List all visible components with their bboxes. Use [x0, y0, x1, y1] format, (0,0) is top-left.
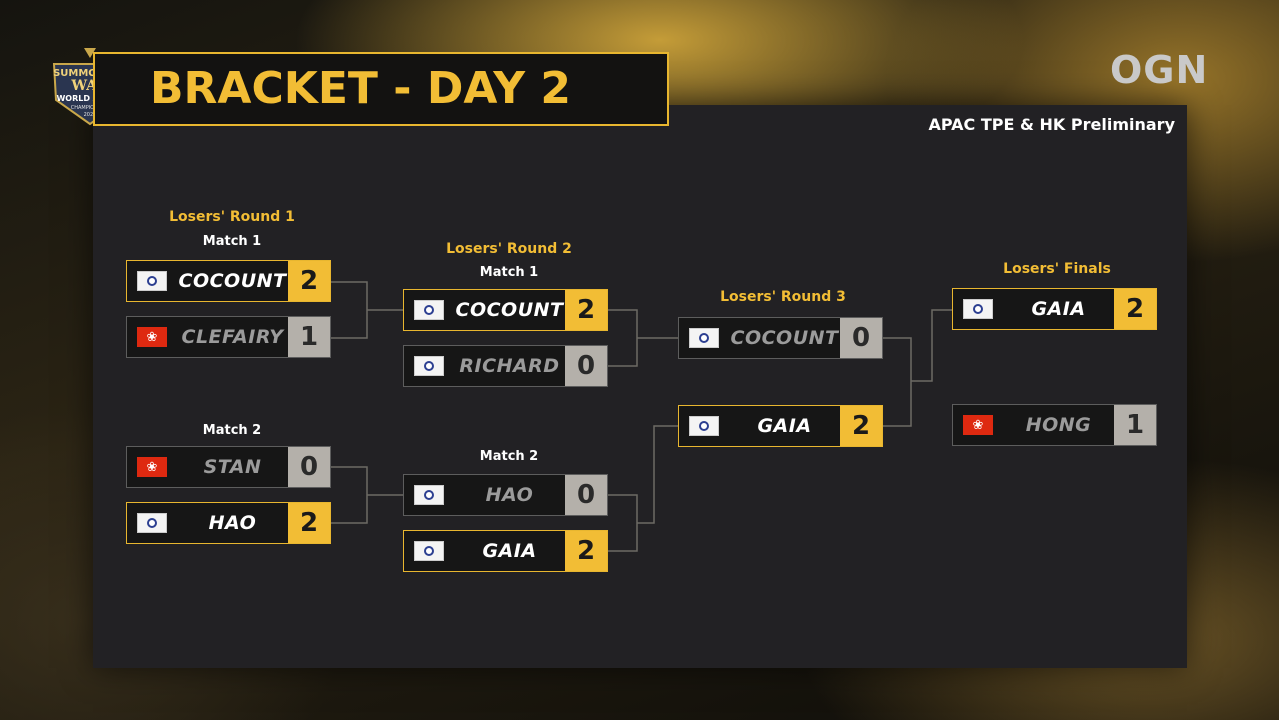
player-score: 0 — [288, 447, 330, 487]
broadcaster-logo: OGN — [1110, 48, 1209, 92]
title-bar — [93, 52, 669, 126]
connector-r2-m2-out — [637, 425, 679, 524]
player-name: GAIA — [482, 540, 537, 562]
player-name: RICHARD — [459, 355, 560, 377]
hk-flag-icon — [137, 327, 167, 347]
match-label-r2-m2: Match 2 — [479, 449, 539, 464]
player-score: 1 — [288, 317, 330, 357]
tw-flag-icon — [414, 300, 444, 320]
player-score: 0 — [565, 475, 607, 515]
player-slot[interactable]: CLEFAIRY 1 — [126, 316, 331, 358]
player-name: COCOUNT — [178, 270, 287, 292]
round-title-losers-finals: Losers' Finals — [1003, 261, 1111, 277]
player-name: COCOUNT — [730, 327, 839, 349]
player-name: STAN — [203, 456, 262, 478]
player-score: 0 — [840, 318, 882, 358]
tw-flag-icon — [414, 485, 444, 505]
tw-flag-icon — [137, 513, 167, 533]
connector-r1-m2 — [331, 466, 368, 524]
player-slot[interactable]: GAIA 2 — [952, 288, 1157, 330]
logo-line-1: SUMMONERS — [53, 68, 127, 79]
player-name: CLEFAIRY — [181, 326, 284, 348]
tw-flag-icon — [689, 328, 719, 348]
match-label-r1-m1: Match 1 — [202, 234, 262, 249]
player-slot[interactable]: HONG 1 — [952, 404, 1157, 446]
tw-flag-icon — [414, 541, 444, 561]
player-slot[interactable]: HAO 2 — [126, 502, 331, 544]
connector-r3 — [883, 337, 912, 427]
player-slot[interactable]: COCOUNT 2 — [403, 289, 608, 331]
event-subtitle: APAC TPE & HK Preliminary — [928, 115, 1175, 134]
connector-r2-m1 — [608, 309, 638, 367]
player-name: GAIA — [757, 415, 812, 437]
hk-flag-icon — [137, 457, 167, 477]
bracket-panel — [93, 105, 1187, 668]
player-score: 2 — [840, 406, 882, 446]
round-title-losers-r1: Losers' Round 1 — [169, 209, 295, 225]
tw-flag-icon — [689, 416, 719, 436]
player-name: GAIA — [1031, 298, 1086, 320]
player-slot[interactable]: HAO 0 — [403, 474, 608, 516]
player-slot[interactable]: STAN 0 — [126, 446, 331, 488]
round-title-losers-r2: Losers' Round 2 — [446, 241, 572, 257]
hk-flag-icon — [963, 415, 993, 435]
tw-flag-icon — [414, 356, 444, 376]
match-label-r2-m1: Match 1 — [479, 265, 539, 280]
player-score: 2 — [288, 261, 330, 301]
player-name: HAO — [485, 484, 534, 506]
player-score: 2 — [1114, 289, 1156, 329]
player-slot[interactable]: RICHARD 0 — [403, 345, 608, 387]
player-score: 0 — [565, 346, 607, 386]
logo-line-4: CHAMPIONSHIP — [71, 105, 110, 111]
connector-r3-out — [911, 309, 953, 382]
player-score: 2 — [565, 531, 607, 571]
player-slot[interactable]: GAIA 2 — [678, 405, 883, 447]
player-score: 2 — [288, 503, 330, 543]
player-slot[interactable]: COCOUNT 2 — [126, 260, 331, 302]
connector-r1-m1 — [331, 281, 368, 339]
player-score: 1 — [1114, 405, 1156, 445]
match-label-r1-m2: Match 2 — [202, 423, 262, 438]
player-name: COCOUNT — [455, 299, 564, 321]
page-title: BRACKET - DAY 2 — [150, 63, 571, 114]
player-slot[interactable]: GAIA 2 — [403, 530, 608, 572]
player-score: 2 — [565, 290, 607, 330]
player-slot[interactable]: COCOUNT 0 — [678, 317, 883, 359]
connector-r2-m2 — [608, 494, 638, 552]
round-title-losers-r3: Losers' Round 3 — [720, 289, 846, 305]
logo-line-5: 2020 — [84, 112, 97, 118]
tw-flag-icon — [963, 299, 993, 319]
player-name: HONG — [1025, 414, 1092, 436]
logo-line-3: WORLD ARENA — [56, 94, 124, 103]
tw-flag-icon — [137, 271, 167, 291]
player-name: HAO — [208, 512, 257, 534]
